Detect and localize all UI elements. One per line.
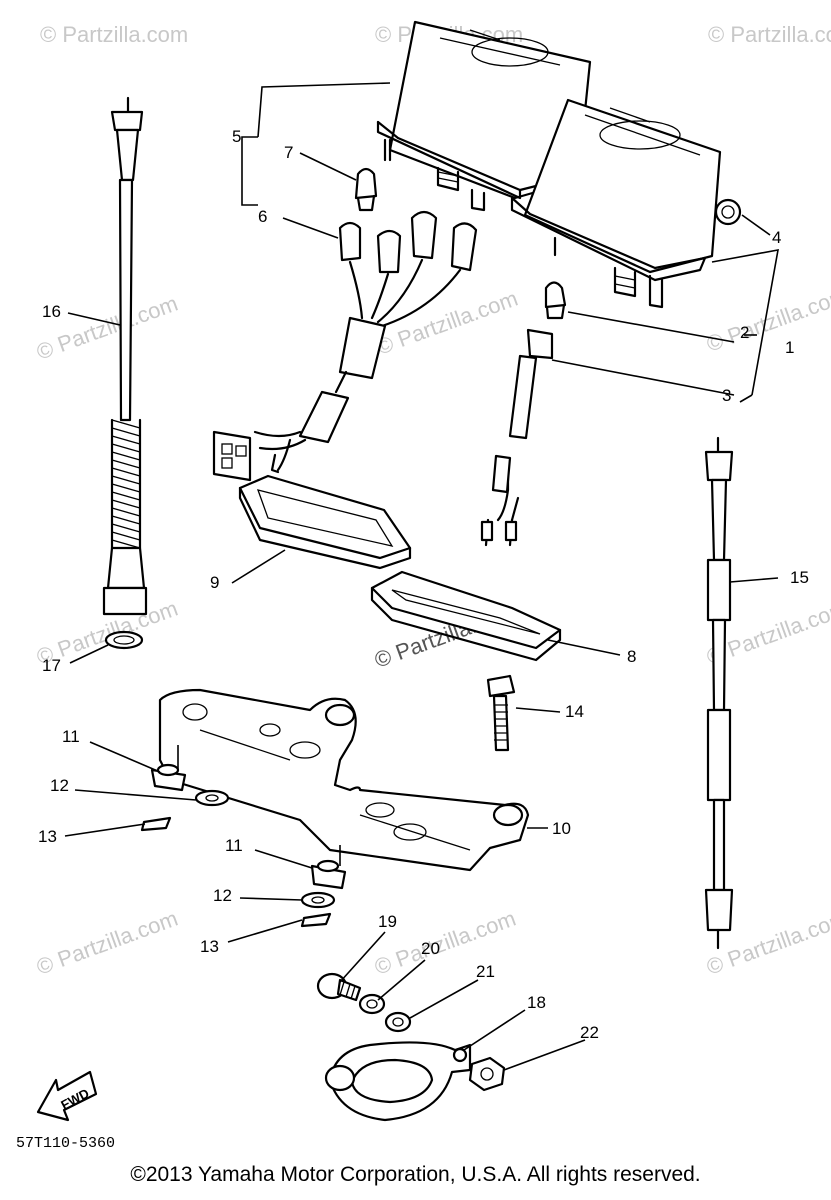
- callout-6: 6: [258, 207, 267, 226]
- damper-set-lower: [300, 859, 347, 928]
- callout-14: 14: [565, 702, 584, 721]
- callout-2: 2: [740, 323, 749, 342]
- bolt: [316, 972, 362, 1002]
- watermark: © Partzilla.com: [373, 286, 521, 360]
- callout-15: 15: [790, 568, 809, 587]
- gasket-left: [238, 474, 412, 570]
- wire-harness: [212, 210, 478, 482]
- bulb: [544, 281, 567, 320]
- callout-19: 19: [378, 912, 397, 931]
- callout-17: 17: [42, 656, 61, 675]
- o-ring: [104, 630, 144, 650]
- nut: [468, 1056, 506, 1092]
- watermark: © Partzilla.com: [40, 22, 188, 47]
- callout-9: 9: [210, 573, 219, 592]
- callout-3: 3: [722, 386, 731, 405]
- washer: [384, 1011, 412, 1033]
- callout-13: 13: [38, 827, 57, 846]
- callout-18: 18: [527, 993, 546, 1012]
- meter-bracket: [158, 688, 530, 872]
- callout-16: 16: [42, 302, 61, 321]
- gasket-right: [370, 570, 562, 662]
- speedometer-cable: [102, 96, 148, 616]
- diagram-code: 57T110-5360: [16, 1135, 115, 1152]
- tachometer-meter: [510, 98, 742, 309]
- tachometer-cable: [704, 436, 734, 950]
- washer: [358, 993, 386, 1015]
- callout-1: 1: [785, 338, 794, 357]
- copyright-notice: ©2013 Yamaha Motor Corporation, U.S.A. A…: [130, 1163, 701, 1186]
- damper-set-upper: [140, 763, 230, 832]
- callout-10: 10: [552, 819, 571, 838]
- bulb-socket: [480, 328, 554, 547]
- callout-12: 12: [50, 776, 69, 795]
- callout-4: 4: [772, 228, 781, 247]
- watermark: © Partzilla.com: [708, 22, 831, 47]
- fwd-arrow: FWD: [36, 1070, 98, 1122]
- callout-11: 11: [62, 727, 80, 746]
- callout-5: 5: [232, 127, 241, 146]
- callout-7: 7: [284, 143, 293, 162]
- callout-22: 22: [580, 1023, 599, 1042]
- callout-11: 11: [225, 836, 243, 855]
- callout-21: 21: [476, 962, 495, 981]
- watermark: © Partzilla.com: [33, 906, 181, 980]
- clamp: [324, 1041, 472, 1122]
- watermark: © Partzilla.com: [703, 283, 831, 357]
- callout-8: 8: [627, 647, 636, 666]
- callout-20: 20: [421, 939, 440, 958]
- speedometer-meter: [376, 20, 592, 212]
- callout-12: 12: [213, 886, 232, 905]
- bulb: [354, 167, 378, 212]
- bolt: [486, 674, 516, 752]
- callout-13: 13: [200, 937, 219, 956]
- callout-labels: 1 2 3 4 5 6 7 8 9 10 11 11 12 12 13 13 1…: [38, 127, 809, 1042]
- leader-lines: [64, 82, 779, 1071]
